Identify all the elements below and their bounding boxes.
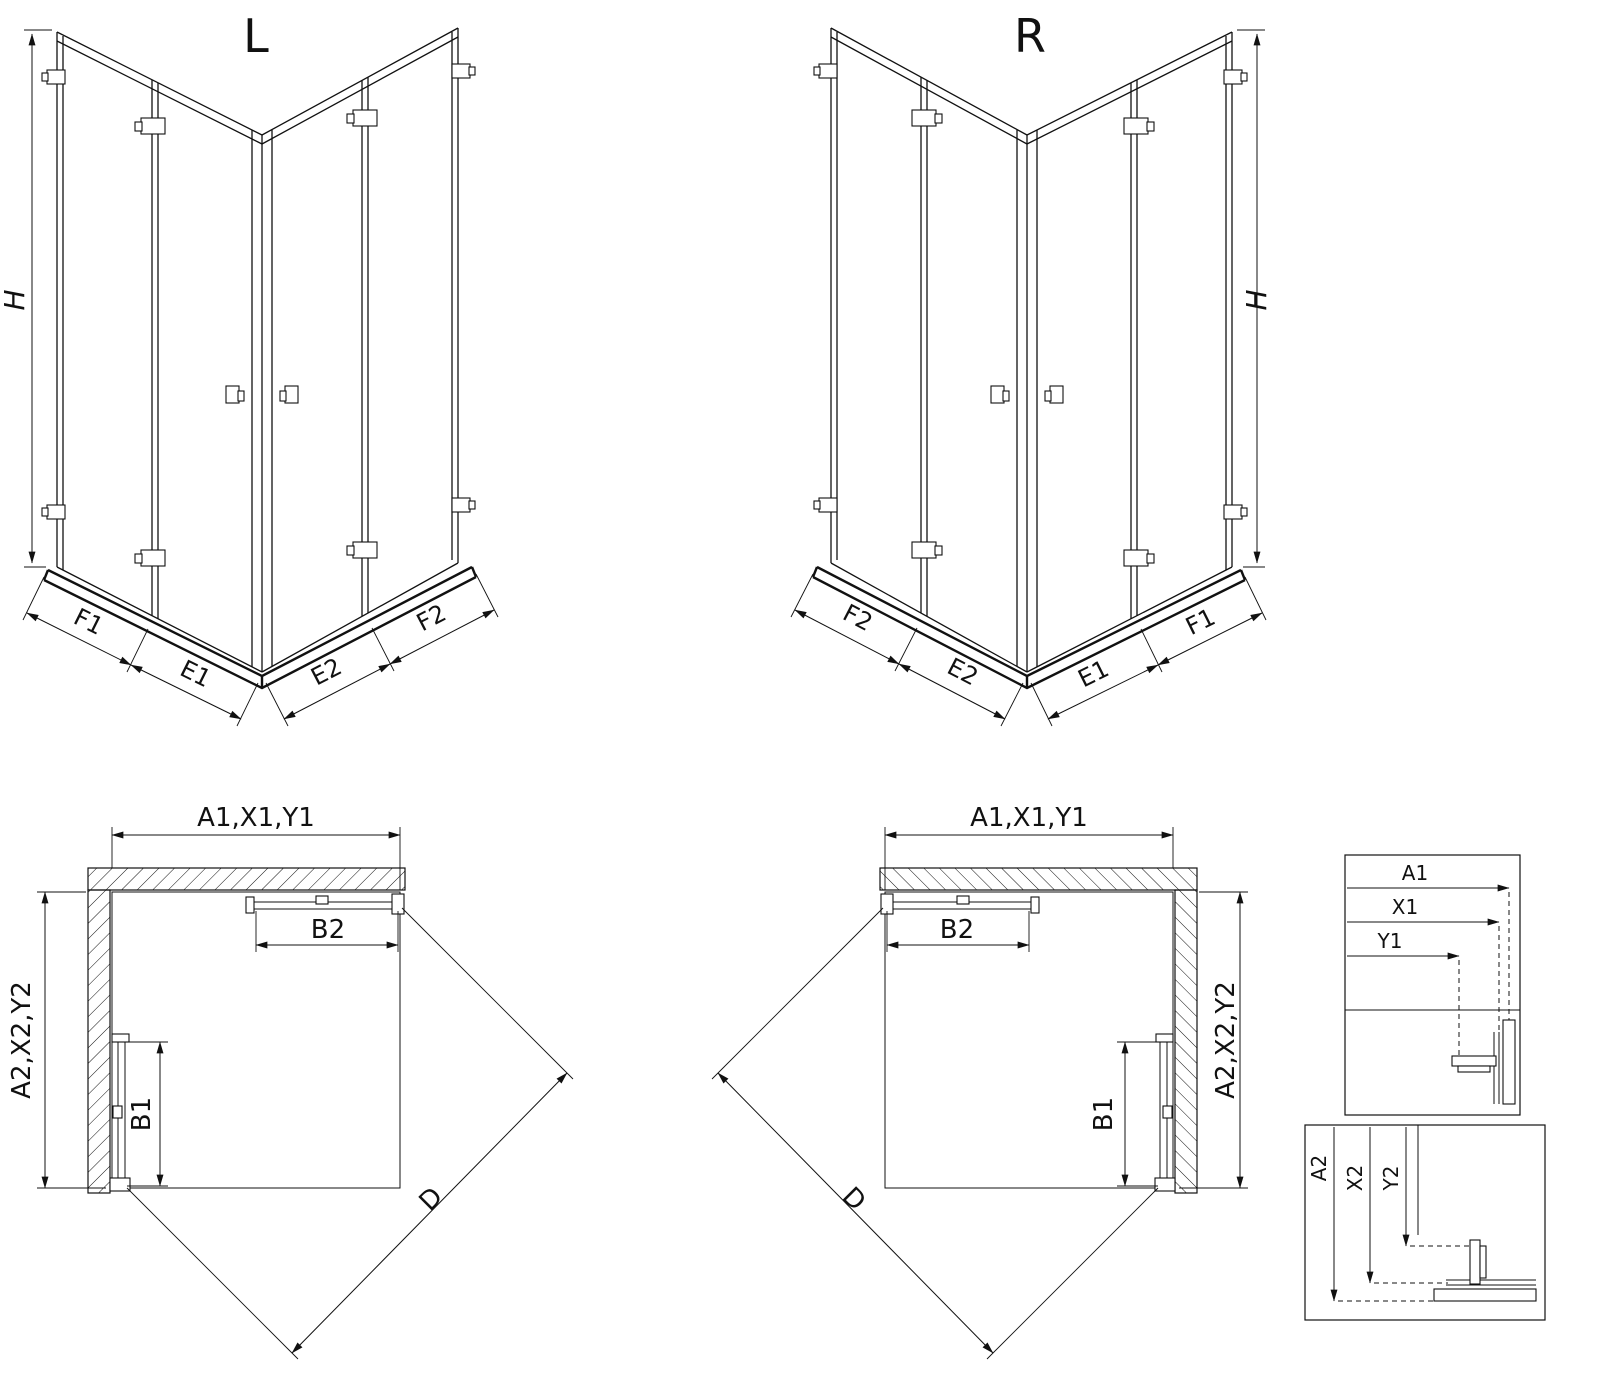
- dim-label-x1-detail: X1: [1392, 895, 1418, 919]
- view-title-right: R: [1014, 9, 1046, 63]
- dim-label-b2-planleft: B2: [311, 915, 345, 945]
- dim-label-h-left: H: [0, 289, 31, 310]
- dim-label-h-right: H: [1240, 289, 1273, 310]
- dim-label-a1-detail: A1: [1402, 861, 1428, 885]
- dim-label-e2-right: E2: [943, 652, 983, 691]
- dim-label-f2-right: F2: [838, 599, 877, 637]
- plan-view-right: [712, 827, 1248, 1359]
- dim-label-width-planleft: A1,X1,Y1: [197, 803, 315, 833]
- detail-width-diagram: [1344, 854, 1521, 1116]
- dim-label-e1-right: E1: [1074, 655, 1114, 694]
- dim-label-b2-planright: B2: [940, 915, 974, 945]
- dim-label-depth-planright: A2,X2,Y2: [1211, 981, 1241, 1099]
- dim-label-x2-detail: X2: [1343, 1165, 1367, 1191]
- dim-label-y1-detail: Y1: [1377, 929, 1403, 953]
- dim-label-a2-detail: A2: [1307, 1155, 1331, 1181]
- dim-label-e2-left: E2: [306, 652, 346, 691]
- dim-label-d-planright: D: [836, 1182, 871, 1217]
- dim-label-f2-left: F2: [412, 599, 451, 637]
- dim-label-depth-planleft: A2,X2,Y2: [7, 981, 37, 1099]
- dim-label-b1-planleft: B1: [127, 1097, 157, 1131]
- dim-label-y2-detail: Y2: [1379, 1166, 1403, 1192]
- view-title-left: L: [243, 9, 269, 63]
- dim-label-width-planright: A1,X1,Y1: [970, 803, 1088, 833]
- dim-label-e1-left: E1: [176, 655, 216, 694]
- dim-label-d-planleft: D: [414, 1182, 449, 1217]
- wall-profile-section: [1451, 1019, 1516, 1105]
- wall-profile-section: [1433, 1239, 1537, 1302]
- plan-view-left: [37, 827, 573, 1359]
- detail-depth-diagram: [1304, 1124, 1546, 1321]
- dim-label-b1-planright: B1: [1089, 1097, 1119, 1131]
